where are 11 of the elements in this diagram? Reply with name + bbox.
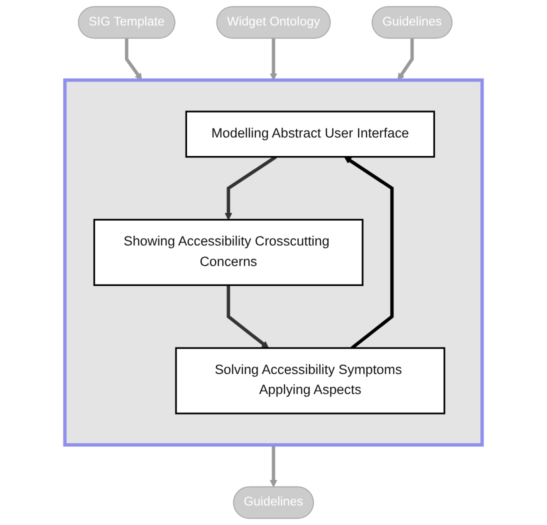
arrow	[270, 444, 278, 488]
arrow	[344, 156, 394, 350]
arrow	[270, 38, 278, 80]
cluster	[63, 78, 484, 447]
node-box: Solving Accessibility Symptoms Applying Aspects	[175, 347, 446, 414]
arrow	[224, 155, 277, 220]
node-box: Modelling Abstract User Interface	[185, 110, 436, 158]
arrow	[226, 285, 269, 348]
arrow	[124, 38, 142, 80]
arrow	[397, 38, 414, 80]
node-box: Showing Accessibility Crosscutting Concerns	[93, 218, 364, 286]
